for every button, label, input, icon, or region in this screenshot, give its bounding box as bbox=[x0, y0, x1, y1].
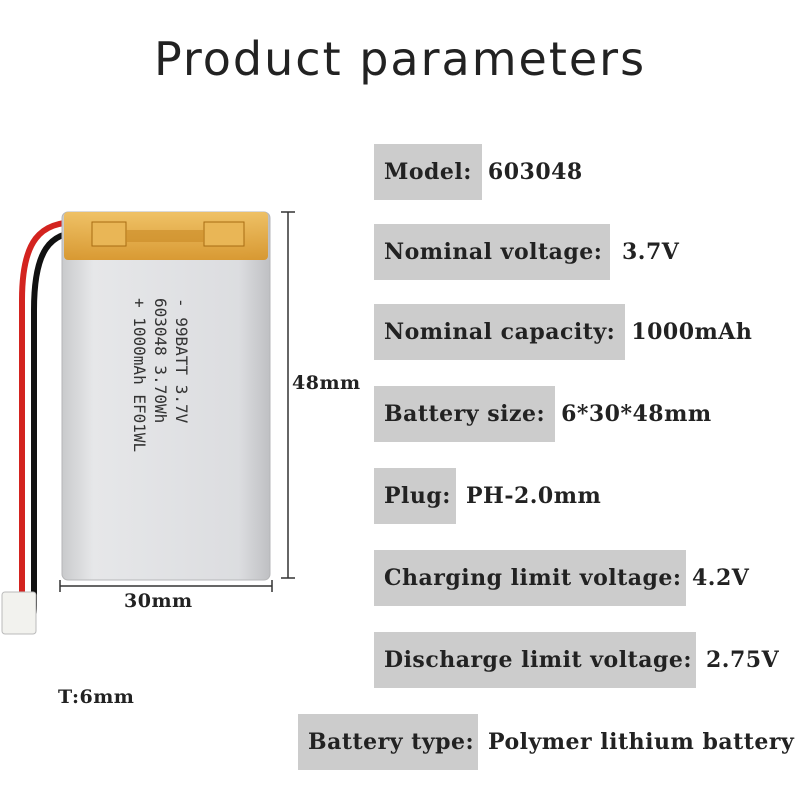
param-model: Model: 603048 bbox=[374, 144, 583, 200]
param-discharge-limit-voltage: Discharge limit voltage: 2.75V bbox=[374, 632, 779, 688]
param-battery-type: Battery type: Polymer lithium battery bbox=[298, 714, 794, 770]
param-value: 6*30*48mm bbox=[561, 401, 712, 427]
param-charging-limit-voltage: Charging limit voltage: 4.2V bbox=[374, 550, 749, 606]
param-label: Model: bbox=[374, 144, 482, 200]
battery-drawing bbox=[1, 211, 295, 635]
param-label: Nominal voltage: bbox=[374, 224, 610, 280]
ph-connector bbox=[1, 591, 37, 635]
param-plug: Plug: PH-2.0mm bbox=[374, 468, 601, 524]
param-label: Plug: bbox=[374, 468, 456, 524]
param-label: Battery type: bbox=[298, 714, 478, 770]
cell-print-line-1: - 99BATT 3.7V bbox=[172, 298, 191, 424]
param-label: Discharge limit voltage: bbox=[374, 632, 696, 688]
height-dimension: 48mm bbox=[292, 372, 361, 394]
param-value: 3.7V bbox=[622, 239, 680, 265]
param-value: 603048 bbox=[487, 159, 583, 185]
cell-print-line-3: + 1000mAh EF01WL bbox=[130, 298, 149, 453]
param-label: Charging limit voltage: bbox=[374, 550, 686, 606]
param-nominal-voltage: Nominal voltage: 3.7V bbox=[374, 224, 679, 280]
cell-print-line-2: 603048 3.70Wh bbox=[151, 298, 170, 424]
param-nominal-capacity: Nominal capacity: 1000mAh bbox=[374, 304, 752, 360]
tab-right bbox=[203, 221, 245, 247]
param-value: 1000mAh bbox=[631, 319, 753, 345]
battery-illustration: + 1000mAh EF01WL 603048 3.70Wh - 99BATT … bbox=[0, 0, 370, 800]
param-value: Polymer lithium battery bbox=[488, 729, 795, 755]
width-dimension: 30mm bbox=[124, 590, 193, 612]
param-value: 4.2V bbox=[692, 565, 750, 591]
param-value: 2.75V bbox=[706, 647, 780, 673]
param-label: Battery size: bbox=[374, 386, 556, 442]
param-battery-size: Battery size: 6*30*48mm bbox=[374, 386, 712, 442]
page-title: Product parameters bbox=[153, 32, 647, 86]
tab-left bbox=[91, 221, 127, 247]
param-value: PH-2.0mm bbox=[466, 483, 602, 509]
thickness-dimension: T:6mm bbox=[58, 686, 135, 708]
param-label: Nominal capacity: bbox=[374, 304, 626, 360]
